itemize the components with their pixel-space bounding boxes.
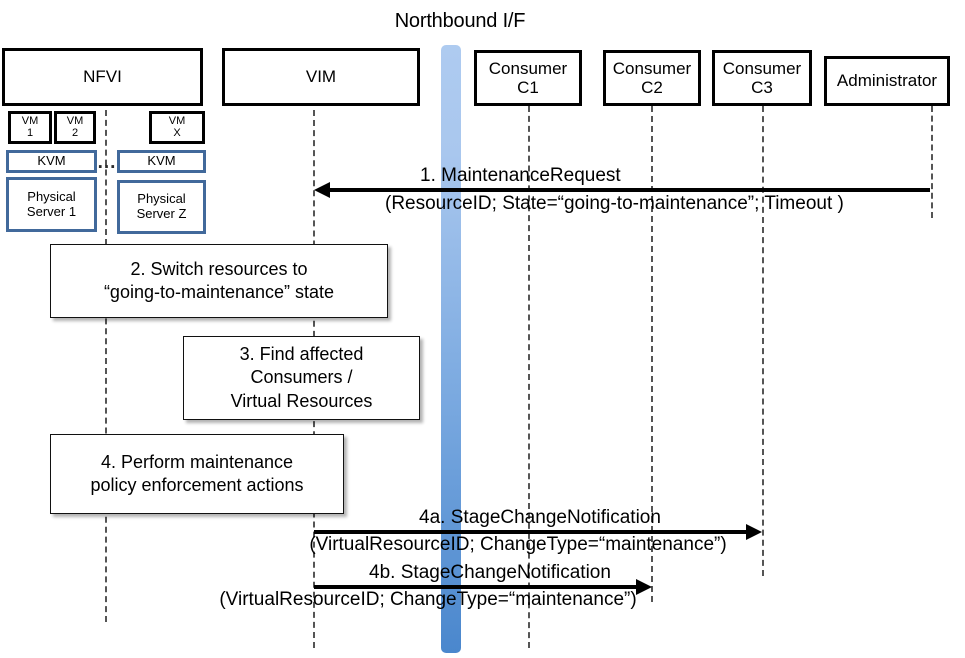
kvm-box-right-label: KVM [147,153,176,169]
actor-label-nfvi: NFVI [83,67,122,87]
diagram-title: Northbound I/F [394,10,526,32]
note-step-3-line1: 3. Find affected [239,343,364,364]
message-4a-arrow-line [314,530,746,534]
physical-server-left-line2: Server 1 [26,203,77,219]
message-4a-title: 4a. StageChangeNotification [419,507,661,528]
note-step-3-text: 3. Find affected Consumers / Virtual Res… [231,343,373,413]
message-1-title: 1. MaintenanceRequest [420,165,621,186]
message-4a-arrow-head [746,524,762,540]
vm-box-2-label: VM 2 [66,114,84,140]
actor-box-consumer-c1[interactable]: Consumer C1 [474,50,582,106]
ellipsis-icon: ... [97,152,117,173]
note-step-4-line2: policy enforcement actions [90,475,304,495]
note-step-3-line2: Consumers / [250,367,353,388]
message-1-params: (ResourceID; State=“going-to-maintenance… [385,193,844,214]
vm-box-1-line1: VM [21,114,39,127]
kvm-box-left[interactable]: KVM [6,150,97,173]
actor-label-consumer-c1-line2: C1 [517,78,539,97]
physical-server-right-label: Physical Server Z [137,192,187,221]
actor-label-consumer-c3-line2: C3 [751,78,773,97]
lifeline-nfvi [105,110,107,622]
lifeline-consumer-c1 [528,106,530,648]
physical-server-box-left[interactable]: Physical Server 1 [6,177,97,232]
message-4b-title: 4b. StageChangeNotification [369,562,611,583]
note-step-2-line1: 2. Switch resources to [130,258,308,279]
actor-box-vim[interactable]: VIM [222,48,420,106]
lifeline-administrator [931,106,933,218]
note-step-4-line1: 4. Perform maintenance [100,451,294,472]
vm-box-2-line1: VM [66,114,84,127]
actor-box-administrator[interactable]: Administrator [824,56,950,106]
kvm-box-right[interactable]: KVM [117,150,206,173]
note-step-4[interactable]: 4. Perform maintenance policy enforcemen… [50,434,344,514]
actor-box-consumer-c3[interactable]: Consumer C3 [712,50,812,106]
physical-server-right-line2: Server Z [136,206,187,221]
actor-label-consumer-c2: Consumer C2 [613,59,691,97]
vm-box-1-line2: 1 [26,126,34,139]
physical-server-box-right[interactable]: Physical Server Z [117,180,206,234]
note-step-2[interactable]: 2. Switch resources to “going-to-mainten… [50,244,388,318]
message-4a-params: (VirtualResourceID; ChangeType=“maintena… [309,534,727,555]
actor-box-nfvi[interactable]: NFVI [2,48,203,106]
note-step-2-line2: “going-to-maintenance” state [103,282,335,302]
lifeline-consumer-c3 [762,106,764,576]
vm-box-2-line2: 2 [71,126,79,139]
kvm-box-left-label: KVM [37,153,66,169]
note-step-3[interactable]: 3. Find affected Consumers / Virtual Res… [183,336,420,420]
message-4b-params: (VirtualResourceID; ChangeType=“maintena… [219,589,637,610]
actor-label-consumer-c2-line2: C2 [641,78,663,97]
vm-box-x-label: VM X [168,114,186,140]
message-4b-arrow-line [314,585,636,589]
vm-box-1-label: VM 1 [21,114,39,140]
vm-box-1[interactable]: VM 1 [8,111,52,144]
message-4b-arrow-head [636,579,652,595]
note-step-2-text: 2. Switch resources to “going-to-mainten… [104,258,334,305]
actor-label-consumer-c3: Consumer C3 [723,59,801,97]
vm-box-x[interactable]: VM X [149,111,205,144]
actor-label-consumer-c1: Consumer C1 [489,59,567,97]
actor-label-administrator: Administrator [836,71,938,91]
message-1-arrow-line [330,188,930,192]
actor-label-consumer-c3-line1: Consumer [722,58,802,78]
vm-box-x-line1: VM [168,114,186,127]
vm-box-x-line2: X [173,126,181,139]
northbound-interface-bar [441,45,461,653]
actor-label-vim: VIM [305,67,337,87]
actor-box-consumer-c2[interactable]: Consumer C2 [603,50,701,106]
message-1-arrow-head [314,182,330,198]
actor-label-consumer-c1-line1: Consumer [488,58,568,78]
physical-server-left-label: Physical Server 1 [26,188,77,219]
physical-server-right-line1: Physical [137,191,186,207]
lifeline-consumer-c2 [651,106,653,602]
physical-server-left-line1: Physical [27,188,76,204]
vm-box-2[interactable]: VM 2 [54,111,96,144]
actor-label-consumer-c2-line1: Consumer [612,58,692,78]
note-step-4-text: 4. Perform maintenance policy enforcemen… [90,451,303,498]
note-step-3-line3: Virtual Resources [230,390,373,411]
